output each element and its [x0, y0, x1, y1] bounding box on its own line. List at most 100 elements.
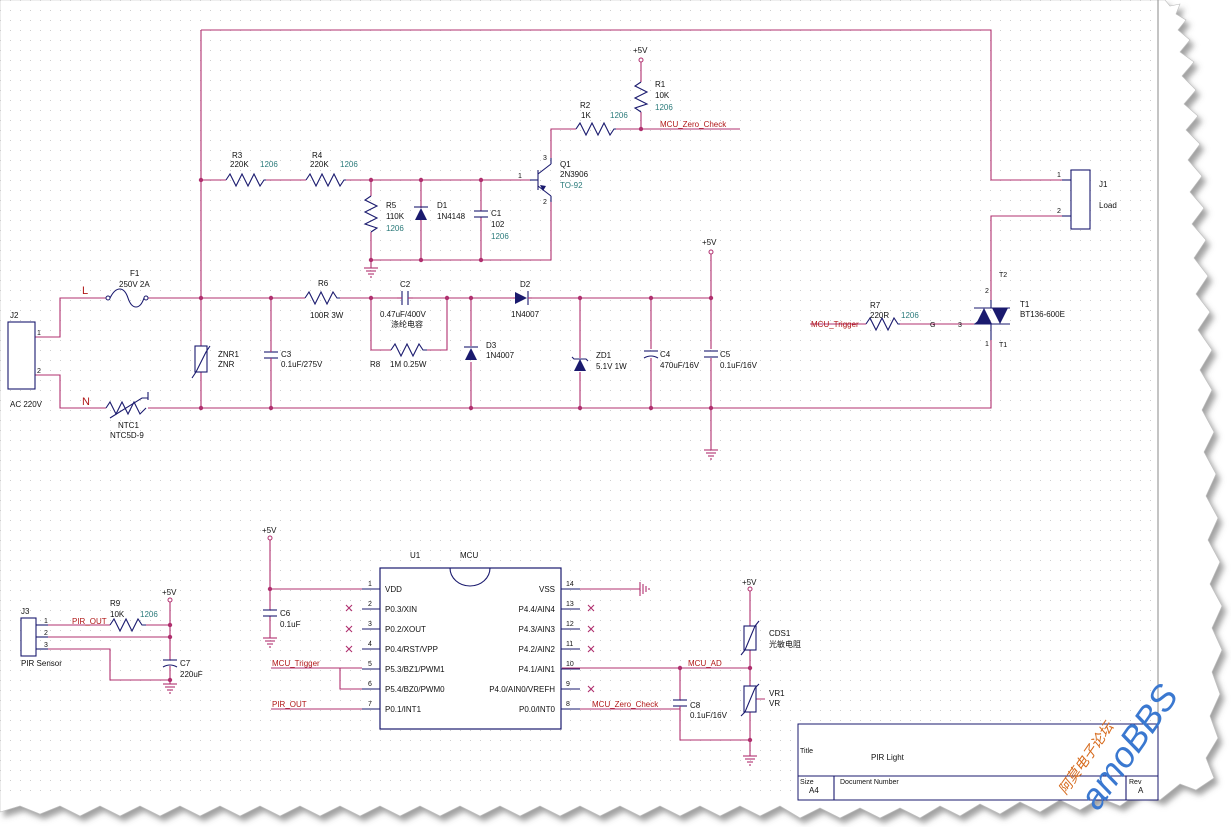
connector-j1: 1 2 J1 Load [1057, 169, 1117, 230]
u1-pin-number: 7 [368, 701, 372, 708]
resistor-r1: R1 10K 1206 [633, 80, 673, 113]
junctions [198, 126, 714, 411]
svg-text:1206: 1206 [260, 160, 278, 169]
svg-text:TO-92: TO-92 [560, 181, 583, 190]
zener-zd1: ZD1 5.1V 1W [571, 351, 627, 371]
ground-symbol-vss [639, 582, 650, 596]
u1-pin-number: 11 [566, 641, 573, 648]
svg-text:0.1uF/16V: 0.1uF/16V [690, 711, 728, 720]
svg-text:1M 0.25W: 1M 0.25W [390, 360, 427, 369]
svg-text:10K: 10K [110, 610, 125, 619]
svg-text:C1: C1 [491, 209, 502, 218]
title-block: Title PIR Light Size A4 Document Number … [797, 723, 1159, 801]
resistor-r8: R8 1M 0.25W [370, 342, 427, 369]
u1-pin-number: 4 [368, 641, 372, 648]
connector-j2: J2 1 2 AC 220V [7, 311, 43, 409]
diode-d2: D2 1N4007 [511, 280, 540, 319]
svg-text:1: 1 [37, 330, 41, 337]
svg-text:1K: 1K [581, 111, 591, 120]
svg-text:VR: VR [769, 699, 780, 708]
capacitor-c1: C1 102 1206 [474, 209, 509, 241]
svg-text:1N4007: 1N4007 [486, 351, 515, 360]
mcu-left-pins: 1VDD2P0.3/XIN3P0.2/XOUT4P0.4/RST/VPP5P5.… [362, 581, 445, 714]
net-label-mcu-zero-check: MCU_Zero_Check [660, 120, 727, 129]
vcc-symbol-1: +5V [702, 238, 717, 255]
svg-text:1206: 1206 [610, 111, 628, 120]
grid-dots [0, 0, 1158, 800]
svg-text:0.1uF: 0.1uF [280, 620, 301, 629]
svg-text:+5V: +5V [262, 526, 277, 535]
svg-text:R2: R2 [580, 101, 591, 110]
svg-text:D3: D3 [486, 341, 497, 350]
svg-text:VR1: VR1 [769, 689, 785, 698]
capacitor-c7: C7 220uF [162, 659, 203, 679]
capacitor-c8: C8 0.1uF/16V [673, 699, 728, 720]
svg-text:102: 102 [491, 220, 505, 229]
capacitor-c2: C2 0.47uF/400V 涤纶电容 [380, 280, 426, 329]
u1-pin-name: P4.3/AIN3 [519, 625, 556, 634]
svg-text:1206: 1206 [340, 160, 358, 169]
svg-text:3: 3 [958, 322, 962, 329]
svg-text:J1: J1 [1099, 180, 1108, 189]
u1-pin-name: P5.3/BZ1/PWM1 [385, 665, 445, 674]
svg-text:+5V: +5V [742, 578, 757, 587]
svg-text:R3: R3 [232, 151, 243, 160]
svg-text:0.47uF/400V: 0.47uF/400V [380, 310, 426, 319]
svg-text:1206: 1206 [655, 103, 673, 112]
triac-t1: G 3 2 1 T2 T1 T1 BT136-600E [930, 272, 1065, 349]
svg-text:J3: J3 [21, 607, 30, 616]
net-label-pir-out-2: PIR_OUT [272, 700, 307, 709]
fuse-f1: F1 250V 2A [105, 269, 150, 308]
svg-text:R9: R9 [110, 599, 121, 608]
net-label-mcu-zero-check-2: MCU_Zero_Check [592, 700, 659, 709]
svg-text:ZD1: ZD1 [596, 351, 612, 360]
resistor-r3: R3 220K 1206 [225, 151, 278, 188]
svg-text:C8: C8 [690, 701, 701, 710]
vcc-symbol-4: +5V [742, 578, 757, 592]
varistor-znr1: ZNR1 ZNR [191, 345, 239, 379]
svg-text:U1: U1 [410, 551, 421, 560]
svg-text:R6: R6 [318, 279, 329, 288]
svg-text:J2: J2 [10, 311, 19, 320]
u1-pin-name: VSS [539, 585, 555, 594]
photoresistor-cds1: CDS1 光敏电阻 [740, 620, 801, 656]
no-connect-marks [345, 604, 595, 693]
svg-text:F1: F1 [130, 269, 140, 278]
svg-text:C5: C5 [720, 350, 731, 359]
svg-text:R7: R7 [870, 301, 881, 310]
svg-text:2: 2 [44, 630, 48, 637]
svg-text:1: 1 [985, 341, 989, 348]
svg-text:220K: 220K [230, 160, 249, 169]
svg-text:1: 1 [518, 173, 522, 180]
svg-text:MCU: MCU [460, 551, 478, 560]
svg-text:1206: 1206 [901, 311, 919, 320]
net-label-mcu-trigger: MCU_Trigger [811, 320, 859, 329]
svg-text:C2: C2 [400, 280, 411, 289]
svg-text:100R 3W: 100R 3W [310, 311, 344, 320]
svg-text:C4: C4 [660, 350, 671, 359]
diode-d3: D3 1N4007 [464, 341, 515, 360]
mcu-right-pins: 14VSS13P4.4/AIN412P4.3/AIN311P4.2/AIN210… [489, 581, 580, 714]
svg-text:2N3906: 2N3906 [560, 170, 589, 179]
svg-text:1206: 1206 [386, 224, 404, 233]
svg-text:0.1uF/275V: 0.1uF/275V [281, 360, 323, 369]
u1-pin-number: 14 [566, 581, 574, 588]
vcc-symbol-3: +5V [262, 526, 277, 541]
net-label-pir-out: PIR_OUT [72, 617, 107, 626]
svg-text:R4: R4 [312, 151, 323, 160]
capacitor-c3: C3 0.1uF/275V [264, 348, 323, 369]
svg-text:D2: D2 [520, 280, 531, 289]
u1-pin-number: 9 [566, 681, 570, 688]
u1-pin-name: P0.3/XIN [385, 605, 417, 614]
u1-pin-name: P0.2/XOUT [385, 625, 426, 634]
svg-text:+5V: +5V [702, 238, 717, 247]
net-label-neutral: N [82, 396, 90, 408]
svg-text:光敏电阻: 光敏电阻 [769, 639, 801, 649]
net-label-mcu-ad: MCU_AD [688, 659, 722, 668]
resistor-r5: R5 110K 1206 [363, 195, 405, 233]
u1-pin-name: P4.1/AIN1 [519, 665, 556, 674]
svg-text:PIR Light: PIR Light [871, 753, 905, 762]
svg-text:A4: A4 [809, 786, 819, 795]
u1-pin-name: P4.0/AIN0/VREFH [489, 685, 555, 694]
